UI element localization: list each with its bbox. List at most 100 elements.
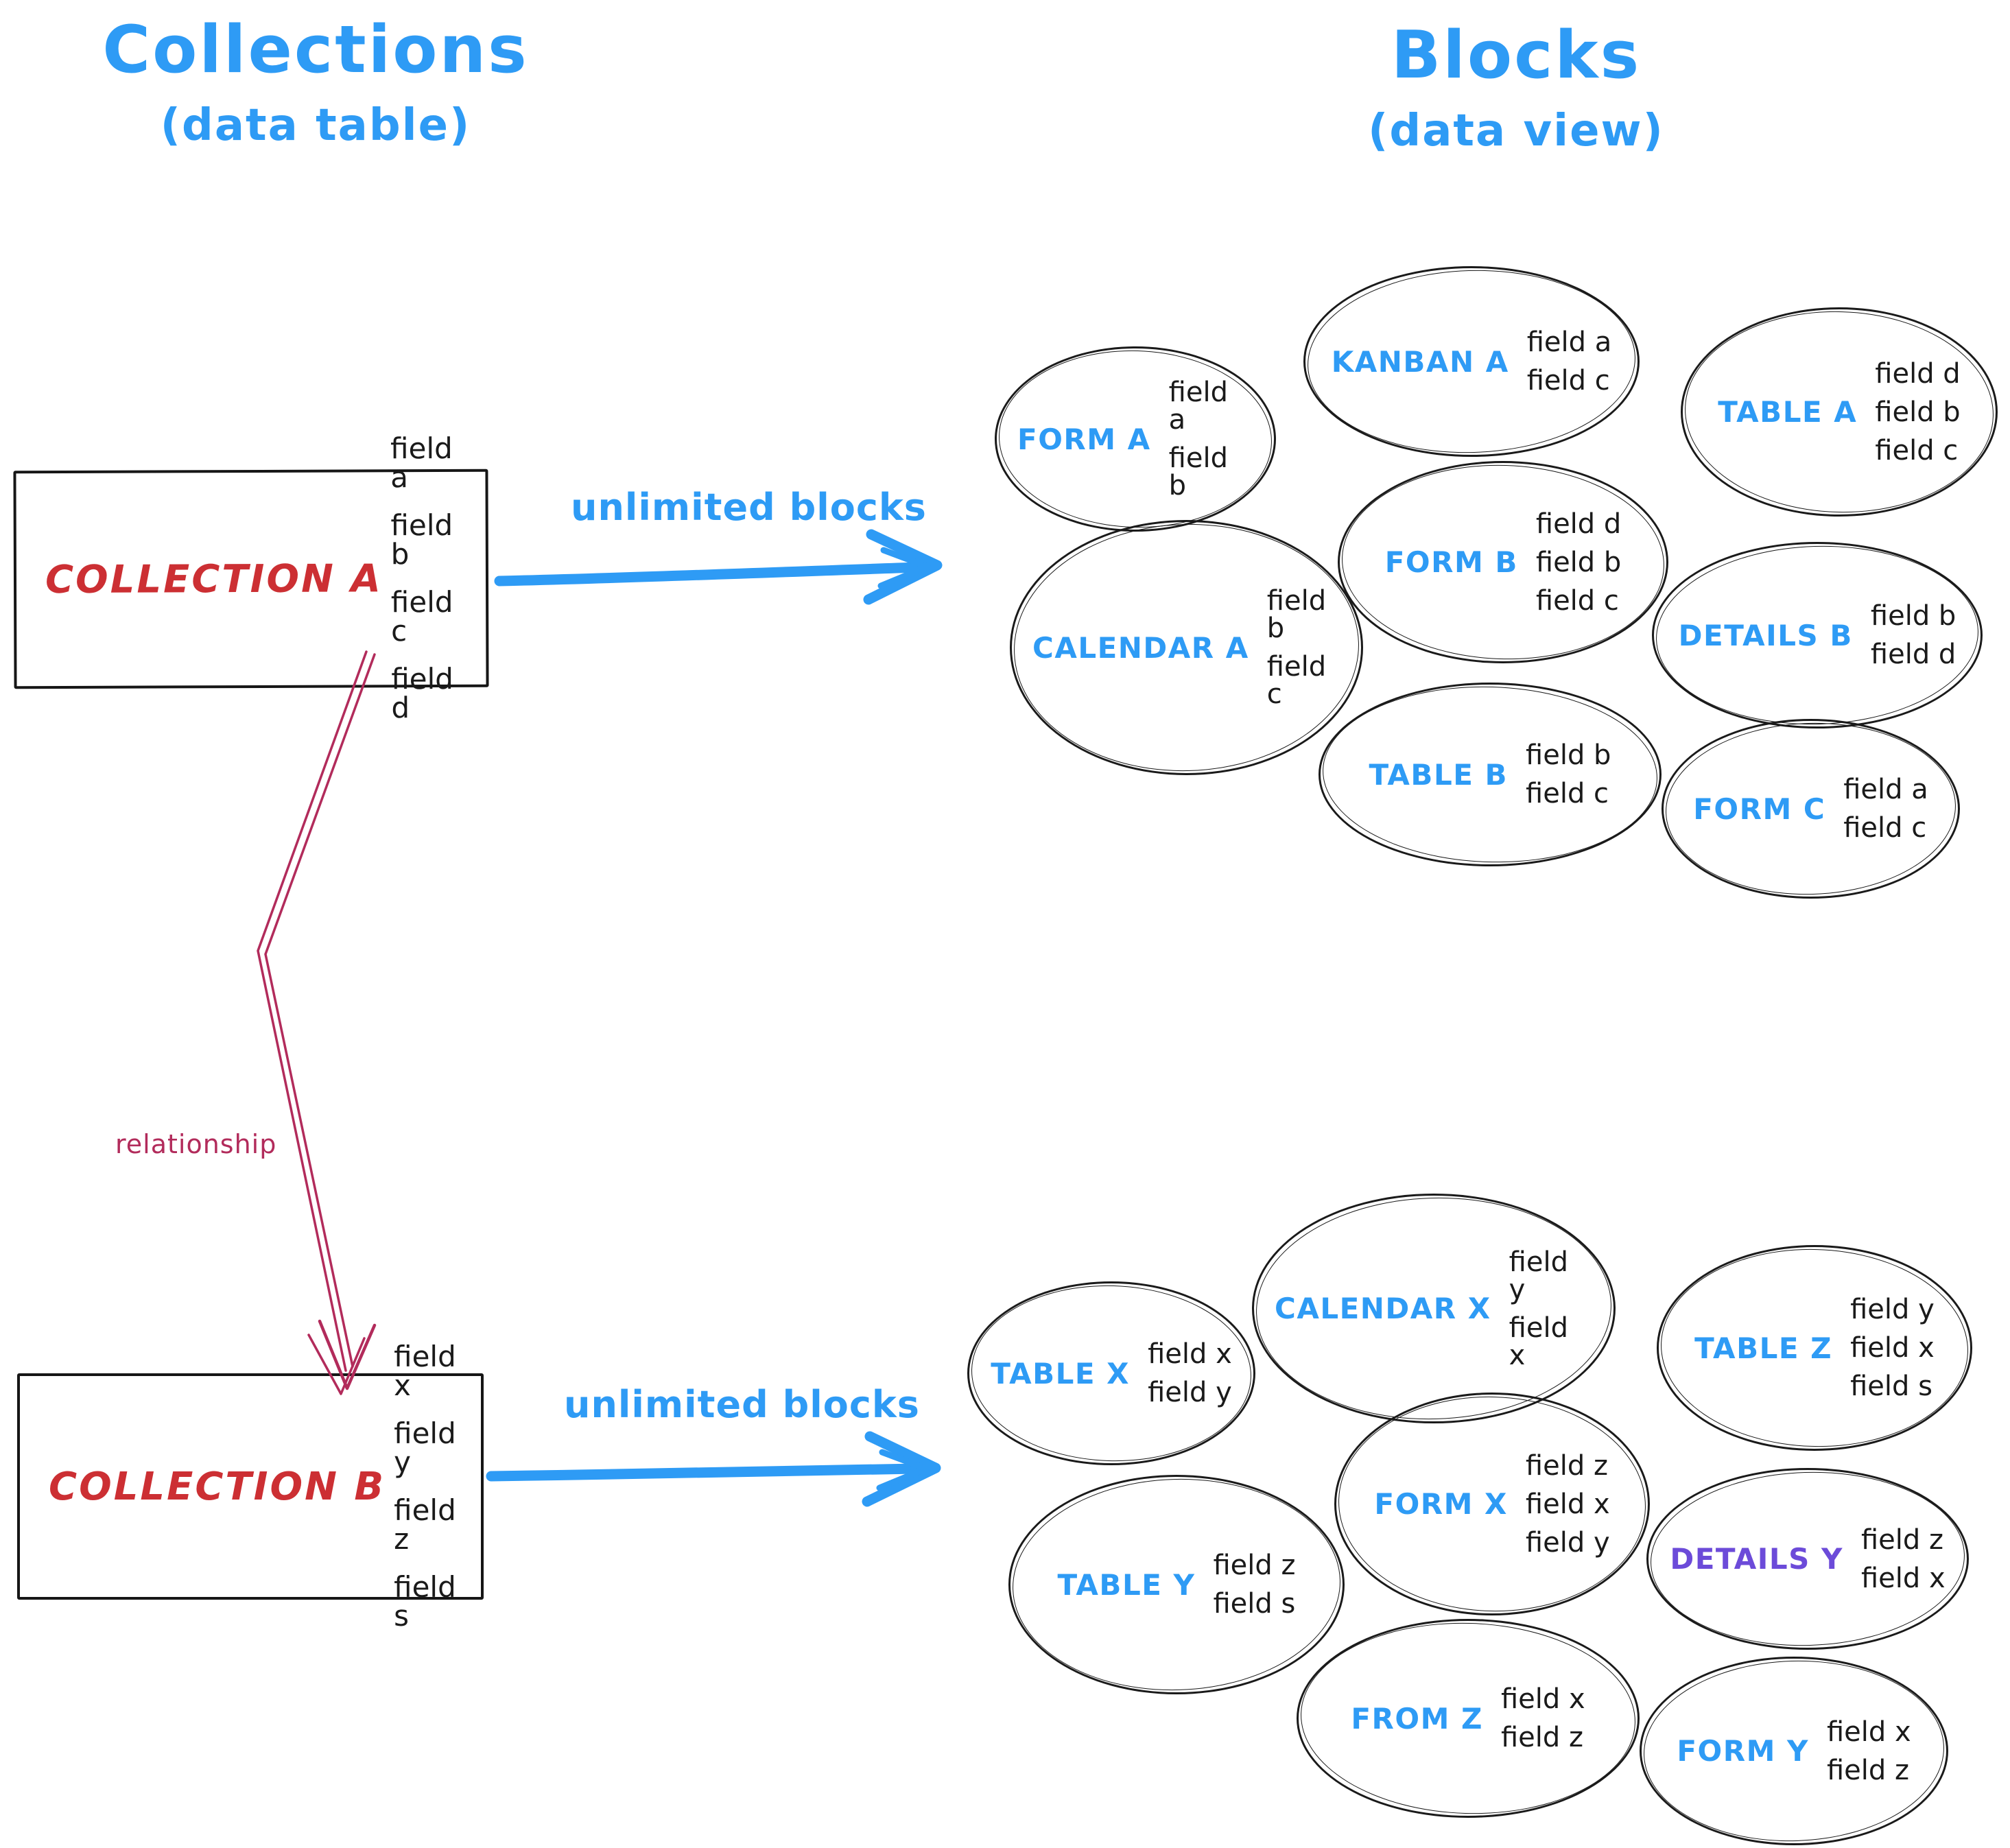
block-ellipse-form-x: FORM X field z field x field y — [1334, 1393, 1650, 1615]
field-label: field d — [1875, 357, 1961, 390]
field-label: field x — [1826, 1716, 1911, 1748]
block-ellipse-table-x: TABLE X field x field y — [967, 1281, 1255, 1465]
block-fields: field b field d — [1871, 602, 1956, 668]
collection-a-fields: field a field b field c field d — [390, 431, 459, 725]
relationship-label: relationship — [115, 1129, 277, 1159]
field-label: field x — [1500, 1683, 1585, 1715]
unlimited-blocks-arrow-b — [486, 1431, 941, 1507]
block-ellipse-details-b: DETAILS B field b field d — [1652, 542, 1983, 728]
field-label: field y — [1525, 1526, 1610, 1559]
field-label: field z — [1860, 1524, 1943, 1556]
field-label: field s — [394, 1570, 456, 1633]
field-label: field z — [1826, 1754, 1909, 1786]
block-ellipse-table-a: TABLE A field d field b field c — [1681, 307, 1998, 517]
field-label: field a — [1843, 774, 1928, 805]
block-ellipse-form-a: FORM A field a field b — [995, 346, 1276, 532]
field-label: field b — [1266, 585, 1327, 644]
collection-b-name: COLLECTION B — [49, 1464, 386, 1509]
block-label: FROM Z — [1351, 1701, 1483, 1736]
block-ellipse-table-y: TABLE Y field z field s — [1008, 1475, 1345, 1694]
field-label: field y — [1148, 1377, 1232, 1408]
block-fields: field y field x — [1509, 1248, 1593, 1369]
block-ellipse-kanban-a: KANBAN A field a field c — [1303, 266, 1640, 457]
field-label: field b — [1875, 396, 1961, 428]
block-label: DETAILS Y — [1670, 1542, 1843, 1576]
field-label: field b — [1526, 739, 1611, 771]
block-label: FORM A — [1017, 422, 1151, 456]
block-fields: field x field z — [1501, 1685, 1585, 1751]
field-label: field z — [1213, 1550, 1296, 1581]
collection-a-name: COLLECTION A — [45, 556, 383, 602]
field-label: field x — [1850, 1332, 1935, 1364]
field-label: field d — [1535, 508, 1622, 540]
field-label: field a — [1168, 377, 1228, 436]
block-ellipse-details-y: DETAILS Y field z field x — [1646, 1468, 1969, 1650]
block-ellipse-calendar-a: CALENDAR A field b field c — [1010, 520, 1363, 775]
field-label: field a — [390, 431, 453, 495]
block-label: TABLE Y — [1057, 1567, 1196, 1602]
block-ellipse-from-z: FROM Z field x field z — [1297, 1619, 1640, 1818]
block-label: FORM Y — [1677, 1734, 1809, 1768]
block-fields: field b field c — [1267, 587, 1340, 708]
field-label: field b — [1535, 546, 1622, 578]
field-label: field y — [394, 1417, 456, 1479]
block-label: FORM C — [1693, 792, 1826, 826]
block-fields: field a field c — [1843, 776, 1928, 842]
collection-b-box: COLLECTION B field x field y field z fie… — [17, 1342, 484, 1631]
field-label: field x — [1525, 1488, 1610, 1520]
collection-a-box: COLLECTION A field a field b field c fie… — [13, 431, 489, 724]
field-label: field x — [394, 1340, 456, 1402]
block-ellipse-table-z: TABLE Z field y field x field s — [1657, 1245, 1972, 1451]
field-label: field a — [1526, 327, 1612, 358]
field-label: field y — [1850, 1294, 1935, 1325]
block-fields: field z field x — [1861, 1526, 1946, 1592]
field-label: field c — [1535, 584, 1619, 617]
blocks-subtitle: (data view) — [1368, 106, 1664, 156]
field-label: field x — [1148, 1338, 1232, 1370]
field-label: field x — [1860, 1562, 1946, 1594]
block-fields: field a field c — [1527, 329, 1612, 394]
blocks-title: Blocks — [1391, 18, 1642, 93]
block-ellipse-form-c: FORM C field a field c — [1662, 719, 1960, 899]
block-label: DETAILS B — [1678, 618, 1853, 652]
block-fields: field d field b field c — [1875, 360, 1960, 464]
block-fields: field d field b field c — [1536, 510, 1621, 615]
unlimited-blocks-label-a: unlimited blocks — [571, 486, 927, 529]
field-label: field c — [1843, 812, 1927, 844]
block-label: TABLE B — [1369, 757, 1509, 792]
collection-b-fields: field x field y field z field s — [394, 1342, 456, 1631]
block-label: KANBAN A — [1331, 344, 1509, 379]
block-fields: field x field y — [1148, 1340, 1232, 1406]
block-ellipse-form-b: FORM B field d field b field c — [1338, 461, 1668, 663]
blocks-heading: Blocks (data view) — [1368, 18, 1664, 156]
field-label: field z — [1500, 1722, 1583, 1753]
field-label: field z — [394, 1493, 456, 1556]
field-label: field s — [1213, 1588, 1296, 1620]
block-ellipse-table-b: TABLE B field b field c — [1319, 683, 1662, 866]
field-label: field s — [1850, 1371, 1932, 1402]
block-label: CALENDAR X — [1275, 1292, 1491, 1325]
block-fields: field y field x field s — [1850, 1296, 1935, 1400]
field-label: field c — [390, 584, 453, 648]
block-fields: field b field c — [1526, 742, 1611, 807]
field-label: field b — [390, 508, 453, 571]
block-label: CALENDAR A — [1032, 630, 1249, 665]
block-label: TABLE Z — [1694, 1331, 1833, 1365]
unlimited-blocks-label-b: unlimited blocks — [564, 1383, 920, 1426]
block-label: FORM B — [1384, 545, 1518, 579]
block-label: TABLE X — [991, 1356, 1131, 1390]
block-label: FORM X — [1374, 1487, 1508, 1521]
field-label: field c — [1526, 778, 1609, 809]
unlimited-blocks-arrow-a — [494, 529, 943, 605]
block-fields: field z field s — [1213, 1552, 1295, 1618]
collections-subtitle: (data table) — [160, 100, 471, 151]
field-label: field x — [1509, 1312, 1568, 1371]
field-label: field d — [391, 661, 453, 725]
field-label: field y — [1509, 1246, 1568, 1305]
field-label: field b — [1870, 600, 1956, 632]
field-label: field c — [1875, 434, 1959, 466]
collections-title: Collections — [102, 12, 529, 88]
relationship-arrow — [257, 650, 377, 1395]
collections-heading: Collections (data table) — [102, 12, 528, 151]
